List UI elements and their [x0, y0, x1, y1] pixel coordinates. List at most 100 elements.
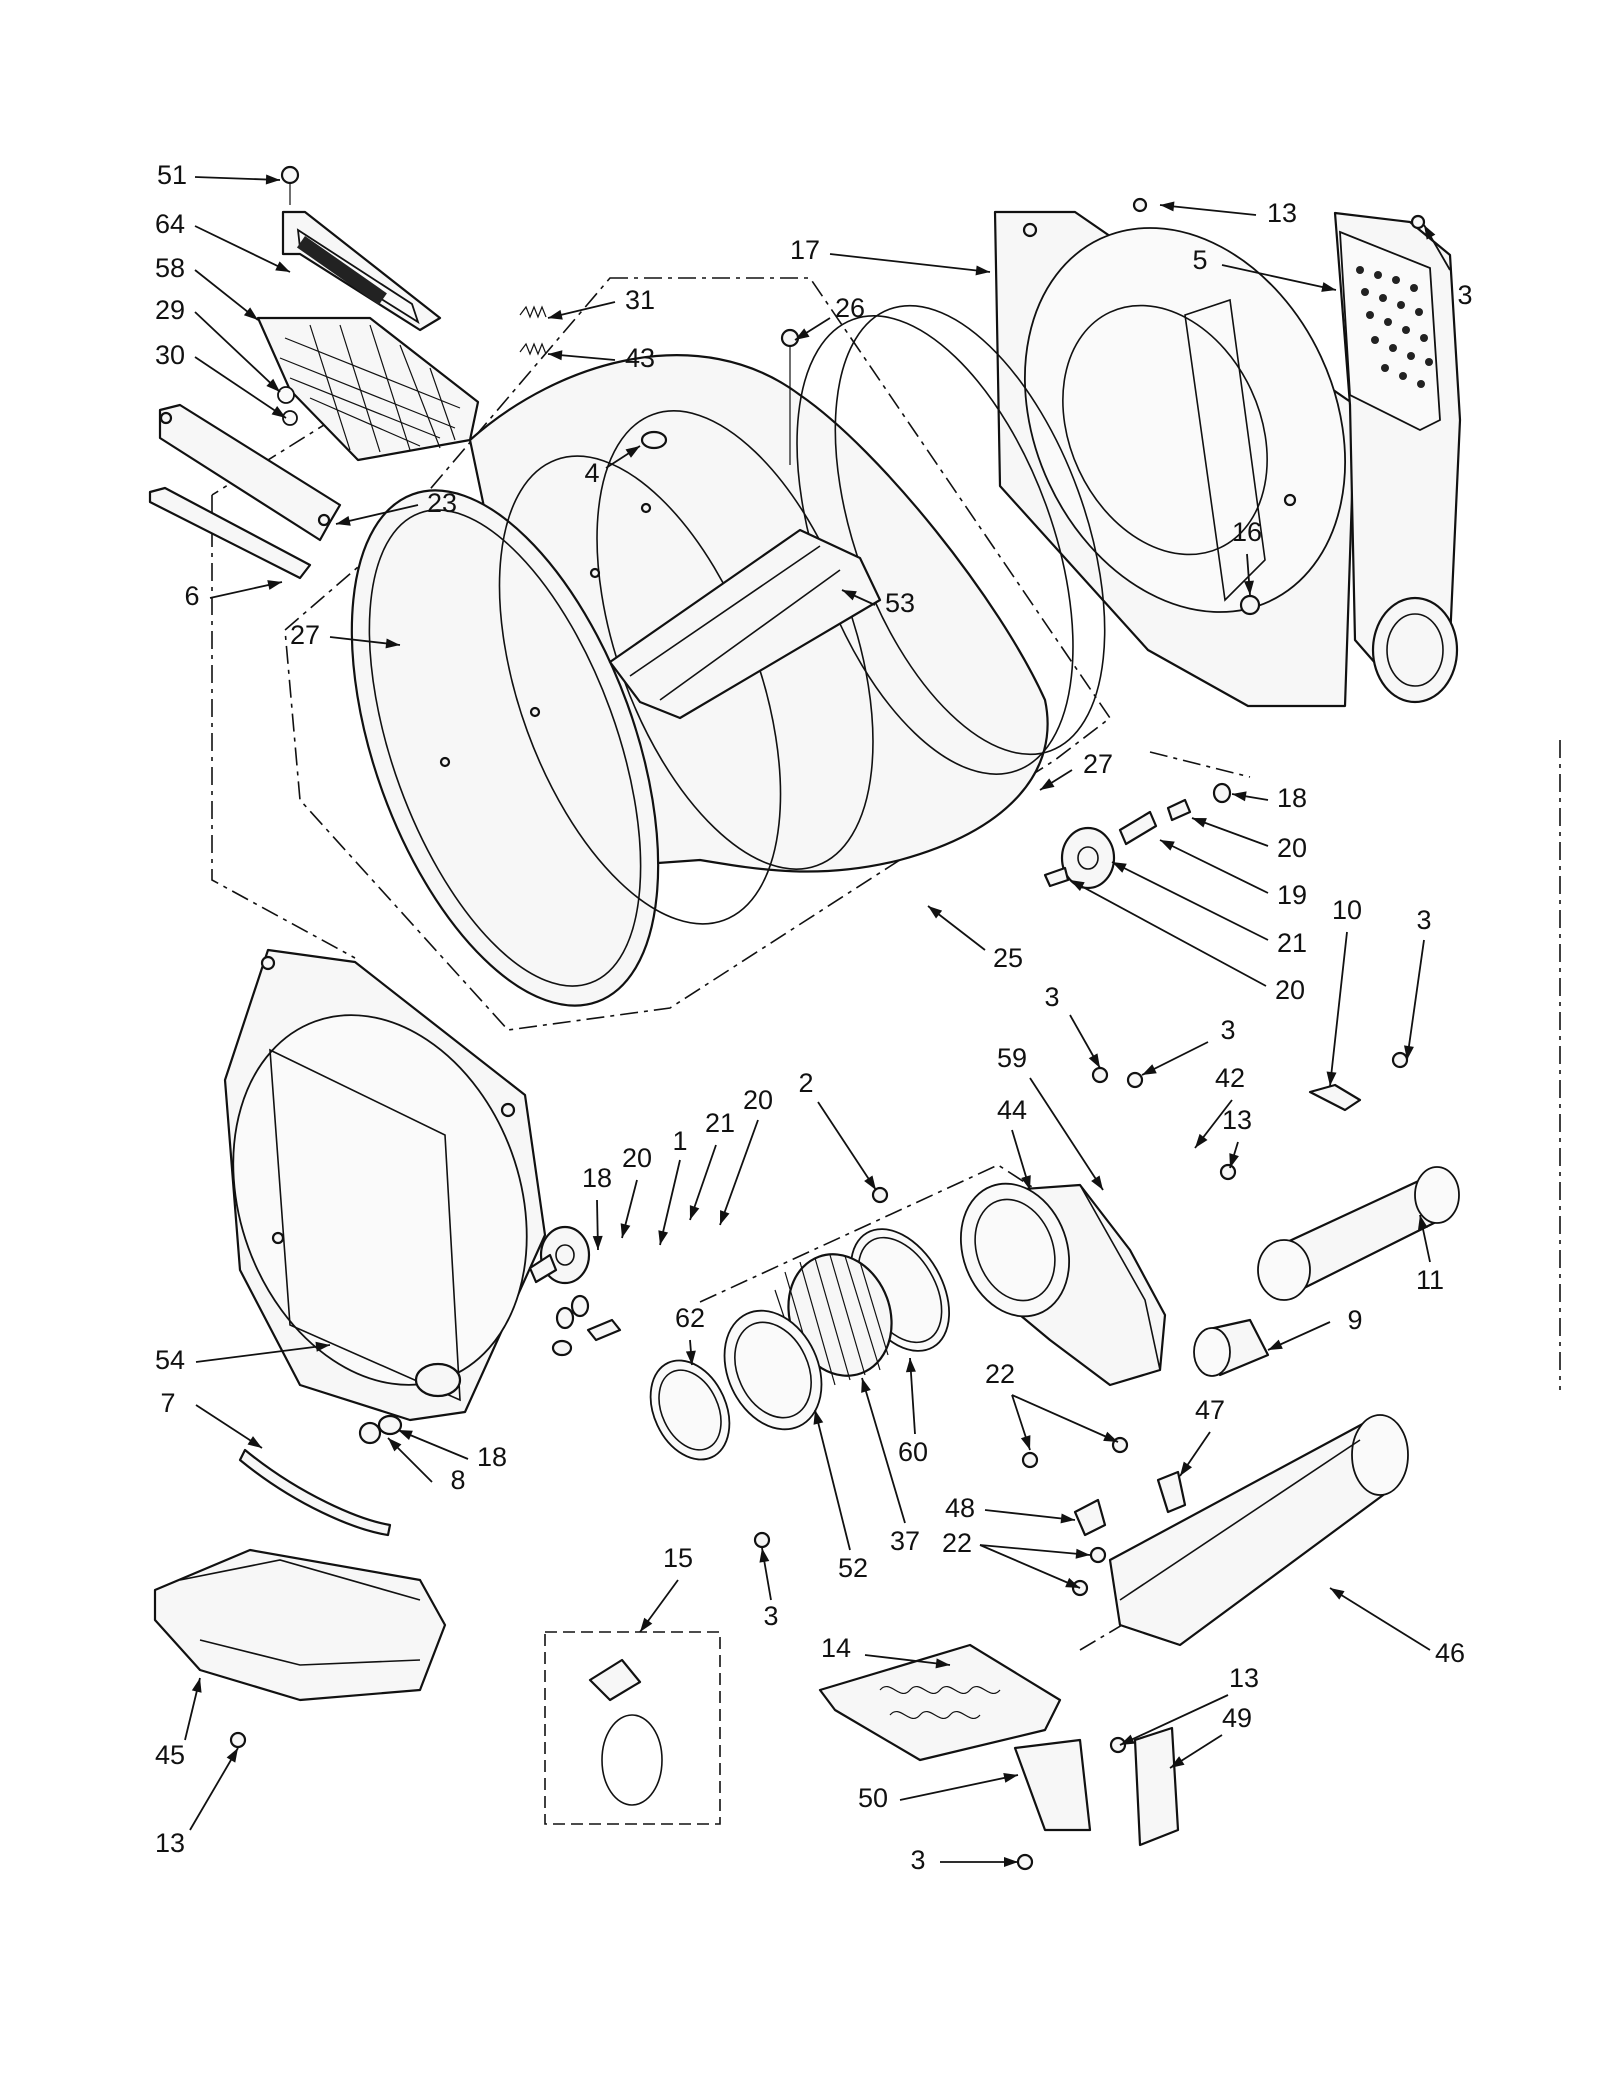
leader-arrowhead	[1003, 1773, 1018, 1783]
leader-arrowhead	[1160, 201, 1175, 212]
front-nut-8	[358, 1421, 382, 1445]
heater-element-14	[818, 1643, 1062, 1762]
leader-arrowhead	[1170, 1756, 1185, 1768]
callout-13a: 13	[1267, 198, 1297, 228]
leader-arrowhead	[1142, 1064, 1157, 1075]
leader-line	[1329, 1587, 1431, 1651]
leader-line	[1159, 839, 1269, 894]
leader-line	[1111, 861, 1269, 941]
leader-arrowhead	[1060, 1513, 1075, 1524]
leader-arrowhead	[1040, 778, 1055, 790]
leader-arrowhead	[1004, 1857, 1018, 1867]
spring-31	[519, 305, 547, 319]
leader-arrowhead	[548, 309, 563, 320]
spring-43	[519, 342, 547, 356]
leader-arrowhead	[265, 174, 280, 185]
callout-31: 31	[625, 285, 655, 315]
callout-60: 60	[898, 1437, 928, 1467]
thermostat-48	[1073, 1498, 1107, 1537]
leader-line	[335, 504, 419, 525]
leader-arrowhead	[861, 1378, 871, 1393]
leader-arrowhead	[1330, 1588, 1345, 1600]
callout-26: 26	[835, 293, 865, 323]
callout-16: 16	[1232, 517, 1262, 547]
leader-arrowhead	[1088, 1053, 1100, 1068]
callout-22b: 22	[942, 1528, 972, 1558]
callout-5: 5	[1192, 245, 1207, 275]
leader-arrowhead	[759, 1548, 770, 1563]
leader-arrowhead	[1112, 862, 1127, 873]
leader-arrowhead	[928, 906, 943, 919]
leader-arrowhead	[1120, 1734, 1135, 1745]
blower-seal-62	[649, 1359, 731, 1461]
callout-54: 54	[155, 1345, 185, 1375]
leader-line	[194, 225, 291, 273]
leader-arrowhead	[864, 1175, 876, 1190]
callout-27b: 27	[1083, 749, 1113, 779]
leader-arrowhead	[385, 638, 400, 649]
callout-21a: 21	[1277, 928, 1307, 958]
leader-arrowhead	[1020, 1435, 1031, 1450]
leader-arrowhead	[905, 1358, 916, 1373]
leader-arrowhead	[1075, 1548, 1090, 1559]
callout-30: 30	[155, 340, 185, 370]
leader-arrowhead	[1180, 1461, 1193, 1476]
callout-22a: 22	[985, 1359, 1015, 1389]
leader-line	[194, 176, 281, 181]
callout-6: 6	[184, 581, 199, 611]
leader-line	[814, 1409, 851, 1551]
blower-wheel-37	[774, 1253, 893, 1386]
callout-42: 42	[1215, 1063, 1245, 1093]
callout-18a: 18	[1277, 783, 1307, 813]
leader-line	[829, 253, 991, 273]
leader-arrowhead	[1229, 1153, 1239, 1168]
callout-21b: 21	[705, 1108, 735, 1138]
callout-23: 23	[427, 488, 457, 518]
callout-27a: 27	[290, 620, 320, 650]
leader-arrowhead	[191, 1678, 202, 1693]
leader-arrowhead	[275, 261, 290, 272]
drum-glide-4	[640, 430, 668, 450]
leader-arrowhead	[842, 590, 857, 601]
leader-arrowhead	[720, 1210, 730, 1225]
leader-arrowhead	[1065, 1577, 1080, 1588]
callout-18b: 18	[582, 1163, 612, 1193]
callout-1: 1	[672, 1126, 687, 1156]
callout-15: 15	[663, 1543, 693, 1573]
leader-line	[194, 356, 287, 419]
callout-13c: 13	[155, 1828, 185, 1858]
leader-arrowhead	[247, 1436, 262, 1448]
leader-arrowhead	[1321, 282, 1336, 292]
drum-baffle-53	[608, 528, 882, 720]
leader-arrowhead	[813, 1410, 824, 1425]
clip-29-30	[277, 386, 298, 426]
callout-3f: 3	[910, 1845, 925, 1875]
leader-arrowhead	[658, 1230, 669, 1245]
leader-line	[1329, 931, 1348, 1087]
leader-arrowhead	[625, 446, 640, 458]
callout-59: 59	[997, 1043, 1027, 1073]
leader-arrowhead	[1243, 580, 1254, 595]
exhaust-tube-11	[1257, 1166, 1460, 1301]
screw-26	[780, 328, 800, 465]
front-bulkhead-54	[223, 948, 547, 1422]
callout-25: 25	[993, 943, 1023, 973]
callout-20c: 20	[743, 1085, 773, 1115]
leader-arrowhead	[398, 1430, 413, 1440]
callout-44: 44	[997, 1095, 1027, 1125]
leader-arrowhead	[267, 580, 282, 590]
leader-arrowhead	[1070, 880, 1085, 892]
callout-2: 2	[798, 1068, 813, 1098]
callout-29: 29	[155, 295, 185, 325]
callout-3a: 3	[1457, 280, 1472, 310]
callout-49: 49	[1222, 1703, 1252, 1733]
callout-labels: 51 64 58 29 30 31 43 23 6 26 4 27 53 27 …	[155, 160, 1473, 1875]
lint-trim-bar-6	[148, 486, 312, 580]
leader-arrowhead	[685, 1350, 696, 1365]
leader-arrowhead	[1195, 1133, 1208, 1148]
front-roller-assembly	[528, 1225, 622, 1357]
callout-3c: 3	[1044, 982, 1059, 1012]
callout-17: 17	[790, 235, 820, 265]
leader-arrowhead	[1091, 1175, 1103, 1190]
